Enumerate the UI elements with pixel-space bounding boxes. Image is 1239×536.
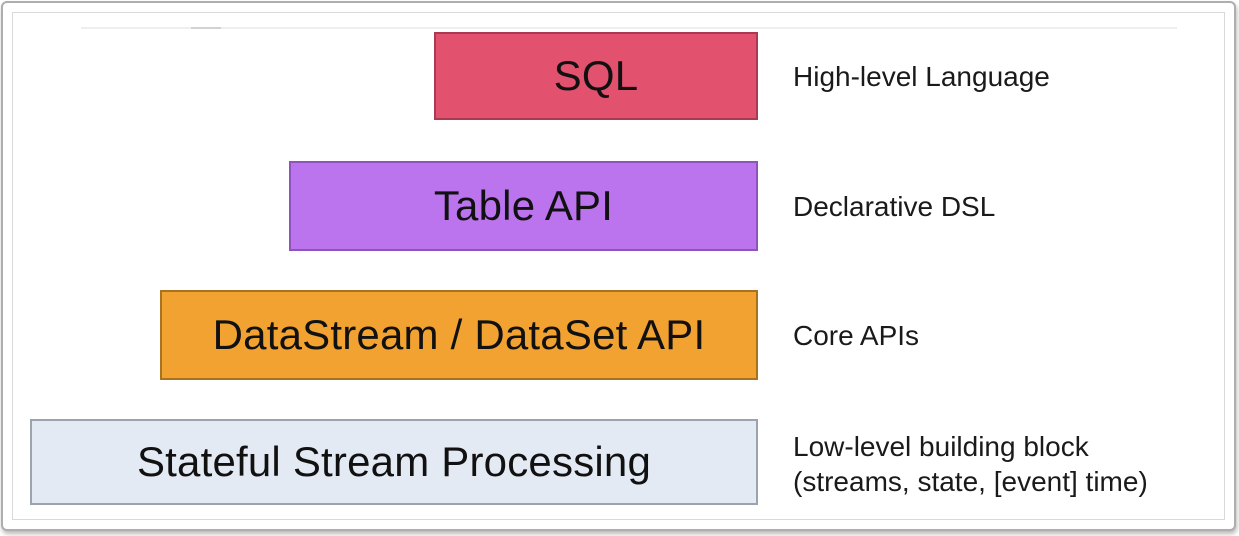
top-divider-line (81, 27, 1177, 29)
layer-box-sql: SQL (434, 32, 758, 120)
layer-description-stateful-stream-processing: Low-level building block (streams, state… (793, 431, 1148, 497)
layer-box-stateful-stream-processing: Stateful Stream Processing (30, 419, 758, 505)
layer-box-table-api: Table API (289, 161, 758, 251)
top-divider-segment (191, 27, 221, 29)
layer-description-table-api: Declarative DSL (793, 191, 996, 222)
layer-box-datastream-dataset-api: DataStream / DataSet API (160, 290, 758, 380)
layer-description-datastream-dataset-api: Core APIs (793, 320, 920, 351)
layer-label-sql: SQL (553, 52, 639, 99)
layer-description-sql: High-level Language (793, 61, 1050, 92)
layer-label-stateful-stream-processing: Stateful Stream Processing (136, 438, 652, 485)
layer-label-datastream-dataset-api: DataStream / DataSet API (212, 311, 706, 358)
layer-label-table-api: Table API (433, 182, 614, 229)
